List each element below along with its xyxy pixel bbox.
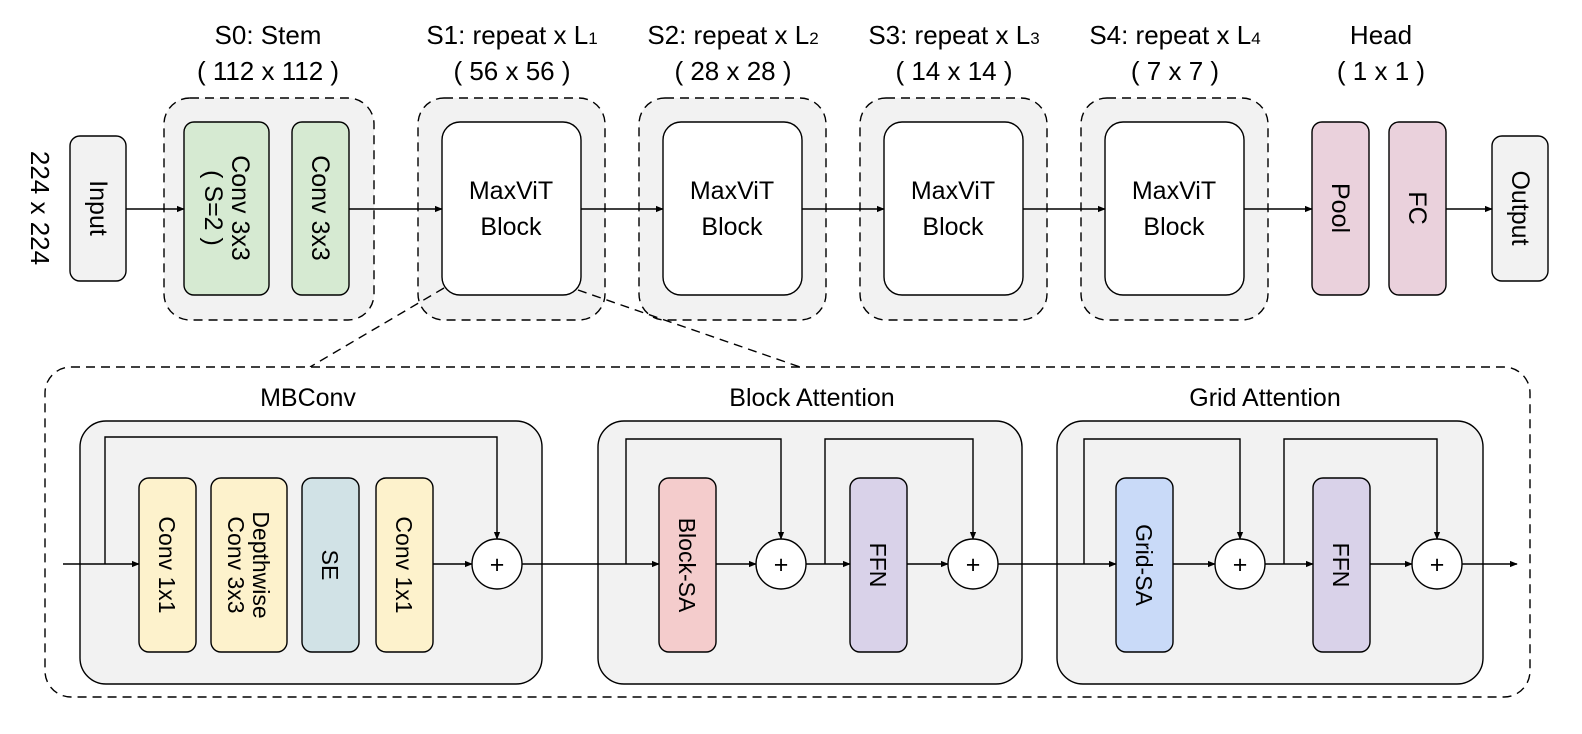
mbconv-depthwise-label-line1: Depthwise bbox=[248, 511, 274, 618]
block-sa-residual-add-symbol: + bbox=[774, 551, 789, 579]
stem-conv-stride2-label-line1: Conv 3x3 bbox=[226, 155, 254, 261]
stage-s3-title-text: S3: repeat x L bbox=[868, 20, 1030, 50]
mbconv-depthwise-label-line2: Conv 3x3 bbox=[223, 516, 249, 613]
stage-s2-title: S2: repeat x L2 bbox=[647, 20, 818, 50]
mbconv-conv-in-label: Conv 1x1 bbox=[154, 516, 180, 613]
stage-s0-title: S0: Stem bbox=[215, 20, 322, 50]
maxvit-block-s4-line1: MaxViT bbox=[1132, 177, 1216, 205]
mbconv-depthwise-box bbox=[210, 477, 288, 653]
stage-s3-title: S3: repeat x L3 bbox=[868, 20, 1039, 50]
block-sa-skip-connection bbox=[625, 438, 785, 564]
maxvit-block-s4-line2: Block bbox=[1143, 213, 1205, 241]
maxvit-block-s1-line1: MaxViT bbox=[469, 177, 553, 205]
stage-s1-title-text: S1: repeat x L bbox=[426, 20, 588, 50]
grid-ffn-label: FFN bbox=[1328, 543, 1354, 588]
stage-s0-size: ( 112 x 112 ) bbox=[197, 56, 339, 86]
stage-s4-title: S4: repeat x L4 bbox=[1089, 20, 1260, 50]
stage-s4-subscript: 4 bbox=[1251, 29, 1260, 48]
maxvit-block-s3 bbox=[883, 121, 1024, 296]
stage-s2-size: ( 28 x 28 ) bbox=[674, 56, 791, 86]
maxvit-block-s1 bbox=[441, 121, 582, 296]
stem-conv-label: Conv 3x3 bbox=[306, 155, 334, 261]
head-size: ( 1 x 1 ) bbox=[1337, 56, 1425, 86]
mbconv-se-label: SE bbox=[317, 550, 343, 581]
grid-sa-label: Grid-SA bbox=[1131, 524, 1157, 606]
grid-ffn-residual-add-symbol: + bbox=[1430, 551, 1445, 579]
output-label: Output bbox=[1506, 170, 1534, 245]
maxvit-block-s1-line2: Block bbox=[480, 213, 542, 241]
mbconv-se-box bbox=[301, 477, 360, 653]
block-attention-title: Block Attention bbox=[729, 384, 894, 412]
stage-s3-size: ( 14 x 14 ) bbox=[895, 56, 1012, 86]
stage-s2-title-text: S2: repeat x L bbox=[647, 20, 809, 50]
zoom-connector-left bbox=[309, 287, 445, 368]
maxvit-block-s3-line2: Block bbox=[922, 213, 984, 241]
mbconv-conv-out-label: Conv 1x1 bbox=[391, 516, 417, 613]
mbconv-skip-connection bbox=[104, 436, 501, 564]
maxvit-block-s2-line2: Block bbox=[701, 213, 763, 241]
input-size-label: 224 x 224 bbox=[25, 151, 55, 265]
stage-s2-subscript: 2 bbox=[809, 29, 818, 48]
block-sa-label: Block-SA bbox=[674, 518, 700, 613]
mbconv-title: MBConv bbox=[260, 384, 356, 412]
maxvit-block-s3-line1: MaxViT bbox=[911, 177, 995, 205]
stage-s1-subscript: 1 bbox=[588, 29, 597, 48]
stage-s4-title-text: S4: repeat x L bbox=[1089, 20, 1251, 50]
block-ffn-residual-add-symbol: + bbox=[966, 551, 981, 579]
zoom-connector-right bbox=[577, 289, 801, 368]
stage-s3-subscript: 3 bbox=[1030, 29, 1039, 48]
input-label: Input bbox=[84, 180, 112, 236]
maxvit-block-s4 bbox=[1104, 121, 1245, 296]
grid-ffn-skip-connection bbox=[1283, 438, 1441, 564]
maxvit-block-s2 bbox=[662, 121, 803, 296]
grid-sa-skip-connection bbox=[1083, 438, 1244, 564]
head-title: Head bbox=[1350, 20, 1412, 50]
stage-s1-title: S1: repeat x L1 bbox=[426, 20, 597, 50]
block-ffn-label: FFN bbox=[865, 543, 891, 588]
mbconv-conv-out-box bbox=[375, 477, 434, 653]
stage-s4-size: ( 7 x 7 ) bbox=[1131, 56, 1219, 86]
fc-label: FC bbox=[1403, 191, 1431, 224]
stem-conv-stride2-label-line2: ( S=2 ) bbox=[199, 170, 227, 246]
stage-s1-size: ( 56 x 56 ) bbox=[453, 56, 570, 86]
block-ffn-skip-connection bbox=[824, 438, 977, 564]
grid-sa-residual-add-symbol: + bbox=[1233, 551, 1248, 579]
maxvit-block-s2-line1: MaxViT bbox=[690, 177, 774, 205]
mbconv-residual-add-symbol: + bbox=[490, 551, 505, 579]
pool-label: Pool bbox=[1326, 183, 1354, 233]
grid-attention-title: Grid Attention bbox=[1189, 384, 1340, 412]
